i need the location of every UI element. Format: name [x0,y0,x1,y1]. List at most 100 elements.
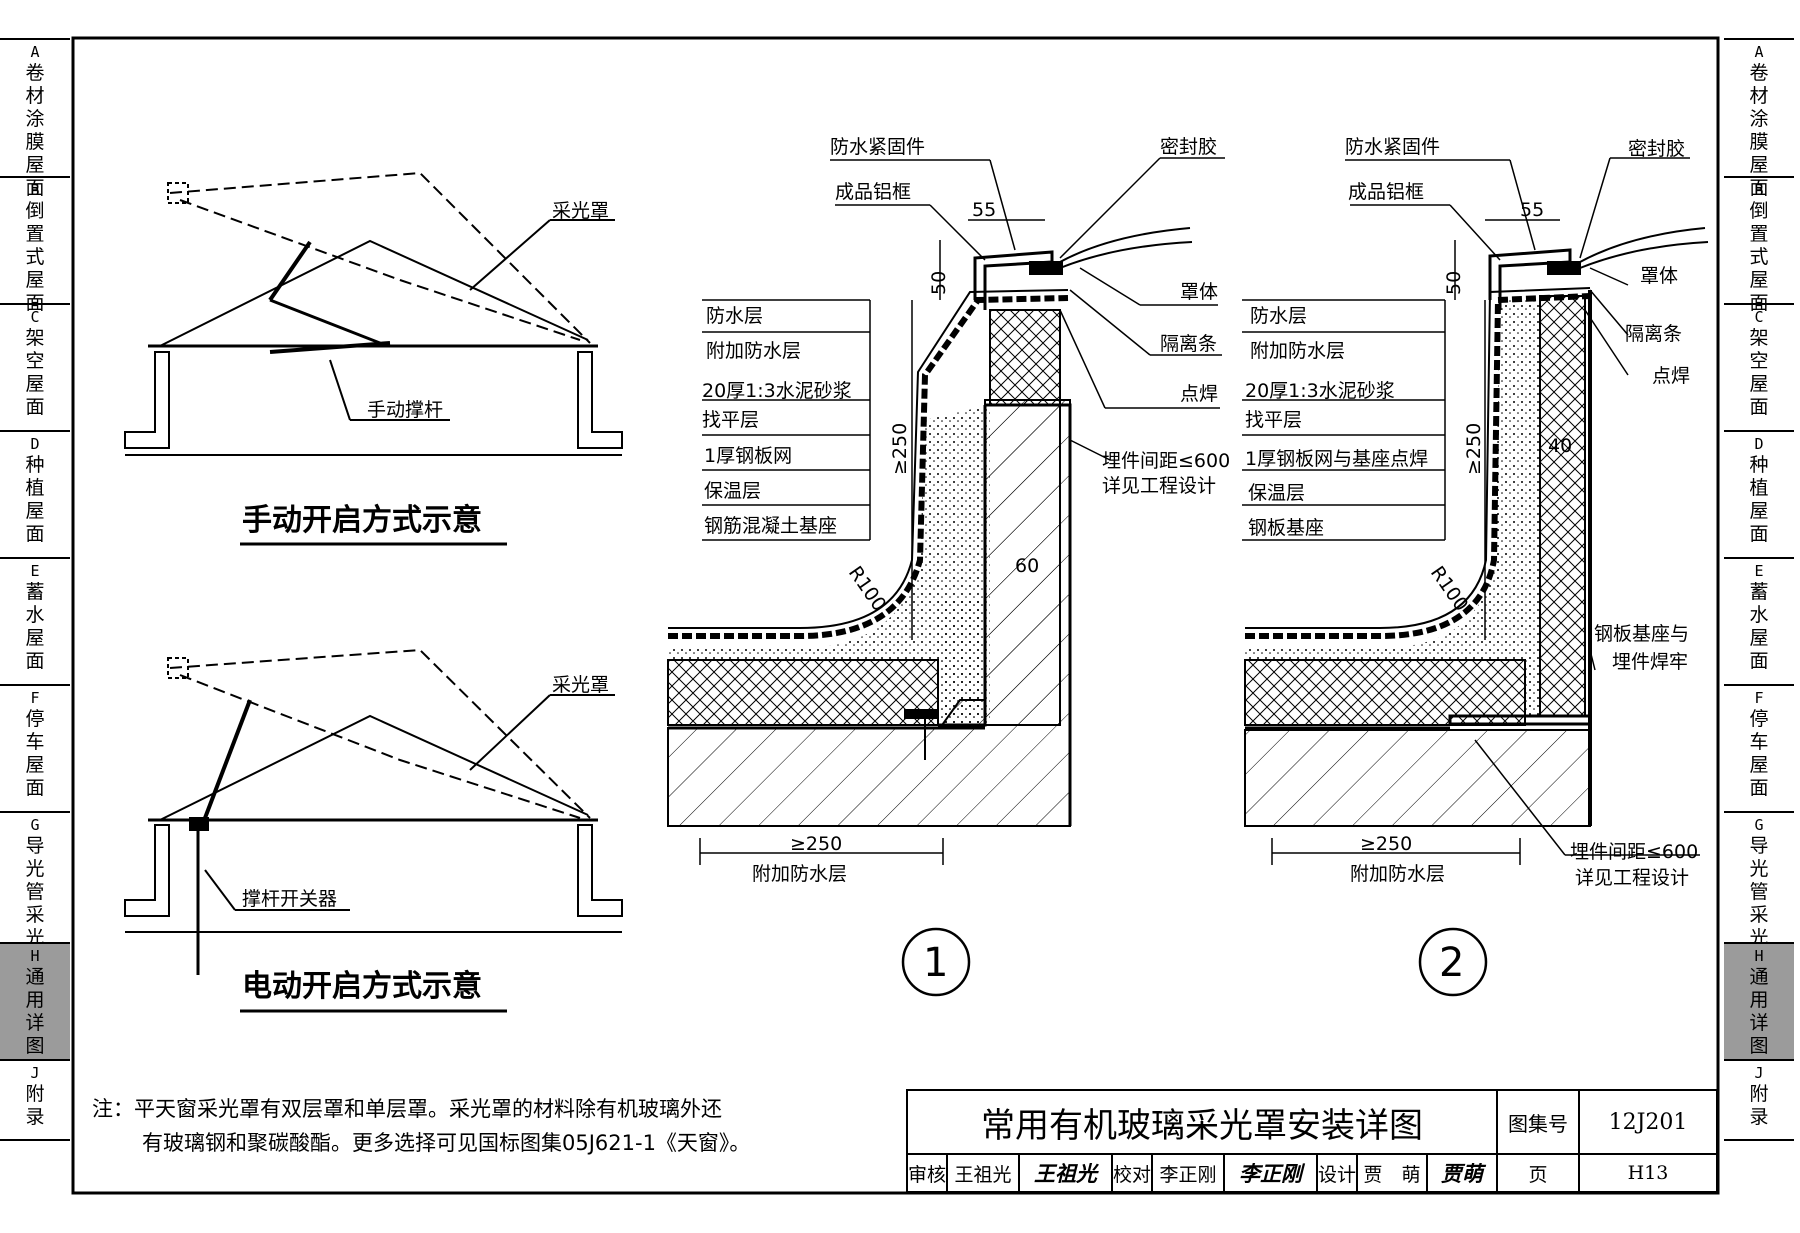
d1-dim-base: ≥250 [790,833,842,855]
d1-sealant: 密封胶 [1160,136,1217,158]
index-tab-char: 蓄 [1749,581,1769,603]
index-tab-char: 架 [25,327,45,349]
d1-embed2: 详见工程设计 [1102,475,1216,497]
d2-number: 2 [1439,940,1464,986]
index-tab-char: 置 [25,223,45,245]
design-label: 设计 [1318,1155,1358,1191]
index-tab-char: 导 [1749,835,1769,857]
index-tab-char: 导 [25,835,45,857]
electric-caption: 电动开启方式示意 [242,969,482,1004]
manual-strut-label: 手动撑杆 [367,399,443,421]
index-tab-char: 屋 [25,627,45,649]
detail-1-section [667,157,1225,997]
d2-dim-radius: R100 [1426,562,1472,615]
index-tab-char: 面 [25,523,45,545]
index-tab-char: 详 [1749,1012,1769,1034]
index-tab-code: F [1754,689,1764,707]
d1-layer-0: 防水层 [706,305,763,327]
index-tab-char: 通 [1749,966,1769,988]
reviewer-signature: 王祖光 [1020,1155,1113,1191]
index-tab-char: 车 [25,731,45,753]
index-tab-code: E [1754,562,1764,580]
sheet-frame [71,36,1720,1195]
d1-layer-3: 找平层 [702,409,759,431]
d2-layer-1: 附加防水层 [1250,340,1345,362]
index-tab-char: 植 [1749,477,1769,499]
index-tab-char: 膜 [25,131,45,153]
index-tab-char: 架 [1749,327,1769,349]
index-tab-char: 材 [1749,85,1769,107]
index-tab-code: B [1754,181,1764,199]
index-tab-char: 屋 [25,500,45,522]
d2-layer-2: 20厚1:3水泥砂浆 [1245,380,1395,402]
index-tab-char: 附 [25,1083,45,1105]
index-tab-char: 面 [25,650,45,672]
index-tab-code: J [1754,1064,1764,1082]
manual-opening-diagram [124,171,623,546]
d2-layer-0: 防水层 [1250,305,1307,327]
index-tab-char: 屋 [25,154,45,176]
page-label: 页 [1498,1155,1580,1191]
d1-separator: 隔离条 [1160,333,1217,355]
index-tab-char: 蓄 [25,581,45,603]
index-tab-char: 图 [25,1035,45,1057]
d1-dim-radius: R100 [844,562,890,615]
index-tab-char: 空 [1749,350,1769,372]
index-tab-char: 采 [25,904,45,926]
index-tab-char: 屋 [25,269,45,291]
d2-layer-6: 钢板基座 [1248,517,1324,539]
index-tab-char: 水 [1749,604,1769,626]
index-tab-char: 涂 [25,108,45,130]
d1-layer-4: 1厚钢板网 [704,445,792,467]
index-tab-char: 种 [1749,454,1769,476]
d2-dim-upstand: ≥250 [1463,423,1485,475]
d2-embed: 埋件间距≤600 [1570,841,1698,863]
d2-spot-weld: 点焊 [1652,365,1690,387]
d1-fastener: 防水紧固件 [830,136,925,158]
index-tab-char: 屋 [25,373,45,395]
reviewer-name: 王祖光 [948,1155,1020,1191]
note-line-1: 注：平天窗采光罩有双层罩和单层罩。采光罩的材料除有机玻璃外还 [92,1097,722,1121]
index-tab-code: G [30,816,40,834]
index-tab-char: 屋 [1749,373,1769,395]
index-tab-code: B [30,181,40,199]
index-tab-char: 面 [1749,523,1769,545]
index-tab-code: H [1754,947,1764,965]
detail-2-labels: 防水紧固件 密封胶 成品铝框 罩体 隔离条 点焊 钢板基座与 埋件焊牢 埋件间距… [1245,136,1698,986]
index-tab-end [1724,1139,1794,1141]
index-tab-char: 式 [25,246,45,268]
d2-base-weld: 钢板基座与 [1594,623,1689,645]
signature-row: 审核 王祖光 王祖光 校对 李正刚 李正刚 设计 贾 萌 贾萌 页 H13 [908,1155,1716,1191]
index-tab-char: 用 [25,989,45,1011]
note-line-2: 有玻璃钢和聚碳酸酯。更多选择可见国标图集05J621-1《天窗》。 [142,1131,751,1155]
check-label: 校对 [1113,1155,1153,1191]
index-tab-char: 卷 [1749,62,1769,84]
d2-separator: 隔离条 [1625,323,1682,345]
index-tab-code: C [1754,308,1764,326]
designer-name: 贾 萌 [1358,1155,1428,1191]
d1-dim-upstand: ≥250 [889,423,911,475]
index-tab-char: 面 [25,777,45,799]
index-tab-char: 屋 [1749,754,1769,776]
index-tab-char: 录 [25,1106,45,1128]
d1-embed: 埋件间距≤600 [1102,450,1230,472]
d2-embed2: 详见工程设计 [1575,867,1689,889]
index-tab-char: 屋 [1749,269,1769,291]
